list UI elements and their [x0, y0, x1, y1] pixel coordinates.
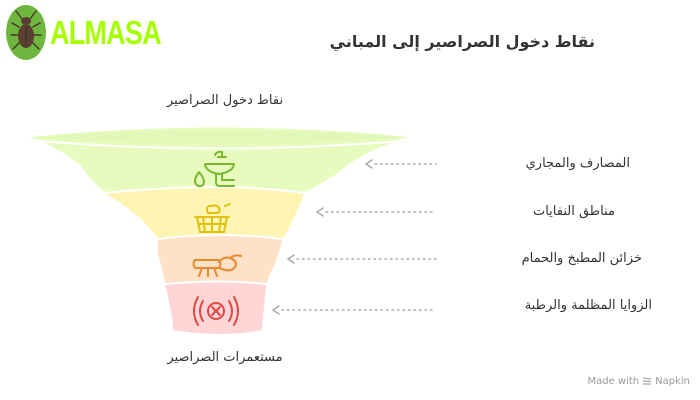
stage-label-2: مناطق النفايات [532, 204, 615, 219]
arrowhead-1 [364, 159, 373, 169]
logo-circle [6, 5, 46, 60]
stage-label-1: المصارف والمجاري [525, 156, 630, 171]
beetle-icon [192, 254, 242, 277]
funnel-top-label: نقاط دخول الصراصير [166, 93, 284, 108]
arrowhead-3 [286, 254, 295, 264]
page-title: نقاط دخول الصراصير إلى المباني [329, 32, 595, 51]
napkin-logo-icon [643, 377, 652, 385]
stage-label-3: خزائن المطبخ والحمام [521, 251, 642, 266]
made-with-text: Made with [587, 376, 640, 387]
funnel-bottom-label: مستعمرات الصراصير [167, 350, 283, 365]
arrowhead-4 [271, 305, 280, 315]
cockroach-icon [10, 10, 42, 50]
arrowhead-2 [315, 207, 324, 217]
sink-drain-icon [194, 150, 235, 188]
trash-basket-icon [194, 203, 231, 233]
funnel-stage-2 [106, 188, 304, 238]
made-with-napkin: Made with Napkin [587, 376, 690, 387]
brand-logo: ALMASA [6, 5, 185, 60]
funnel-stage-1 [30, 127, 408, 192]
funnel-stage-4 [165, 282, 266, 334]
no-bug-signal-icon [193, 296, 239, 326]
napkin-brand-text: Napkin [655, 376, 690, 387]
logo-text: ALMASA [50, 14, 162, 51]
stage-label-4: الزوايا المظلمة والرطبة [524, 298, 652, 313]
